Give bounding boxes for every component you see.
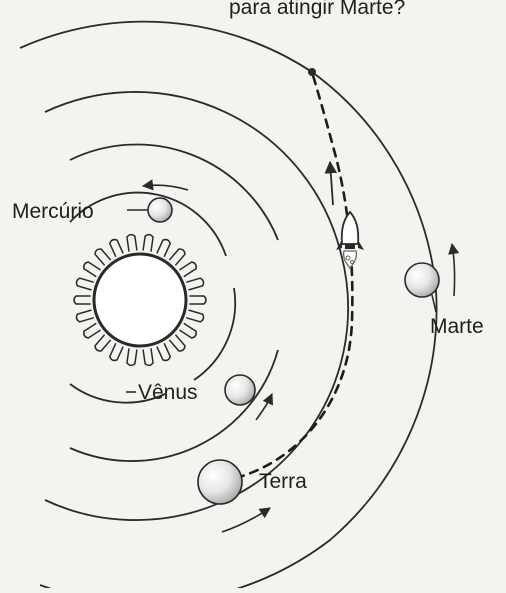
sun-ray (190, 296, 206, 304)
sun-ray (157, 240, 170, 257)
earth-planet (198, 460, 242, 504)
mercury-planet (148, 198, 172, 222)
trajectory-direction-arrow (330, 162, 333, 205)
sun-ray (84, 262, 100, 276)
sun-ray (110, 240, 123, 257)
venus-motion-arrow (256, 394, 272, 420)
rocket-icon (336, 212, 364, 268)
mercury-label: Mercúrio (12, 200, 94, 223)
sun-ray (74, 296, 90, 304)
sun-ray (157, 344, 170, 361)
sun-ray (143, 235, 153, 251)
sun-icon (74, 235, 206, 366)
sun-ray (187, 310, 204, 322)
earth-motion-arrow (222, 508, 270, 532)
sun-ray (127, 235, 137, 251)
sun-ray (77, 310, 94, 322)
mars-planet (405, 263, 439, 297)
question-heading: para atingir Marte? (229, 0, 405, 19)
earth-label: Terra (259, 470, 307, 493)
sun-ray (180, 262, 196, 276)
transfer-trajectory (236, 72, 352, 478)
mars-leader-line (432, 295, 436, 312)
sun-ray (187, 278, 204, 290)
sun-ray (77, 278, 94, 290)
venus-label: Vênus (138, 381, 198, 404)
sun-ray (127, 349, 137, 365)
mars-motion-arrow (452, 244, 455, 296)
sun-ray (95, 335, 110, 351)
sun-ray (95, 249, 110, 265)
sun-ray (170, 335, 185, 351)
mars-arrival-point (308, 68, 316, 76)
sun-ray (84, 324, 100, 338)
sun-ray (170, 249, 185, 265)
sun-ray (143, 349, 153, 365)
sun-ray (180, 324, 196, 338)
venus-planet (225, 375, 255, 405)
mercury-motion-arrow (143, 185, 188, 190)
sun-ray (110, 344, 123, 361)
mars-label: Marte (430, 315, 484, 338)
